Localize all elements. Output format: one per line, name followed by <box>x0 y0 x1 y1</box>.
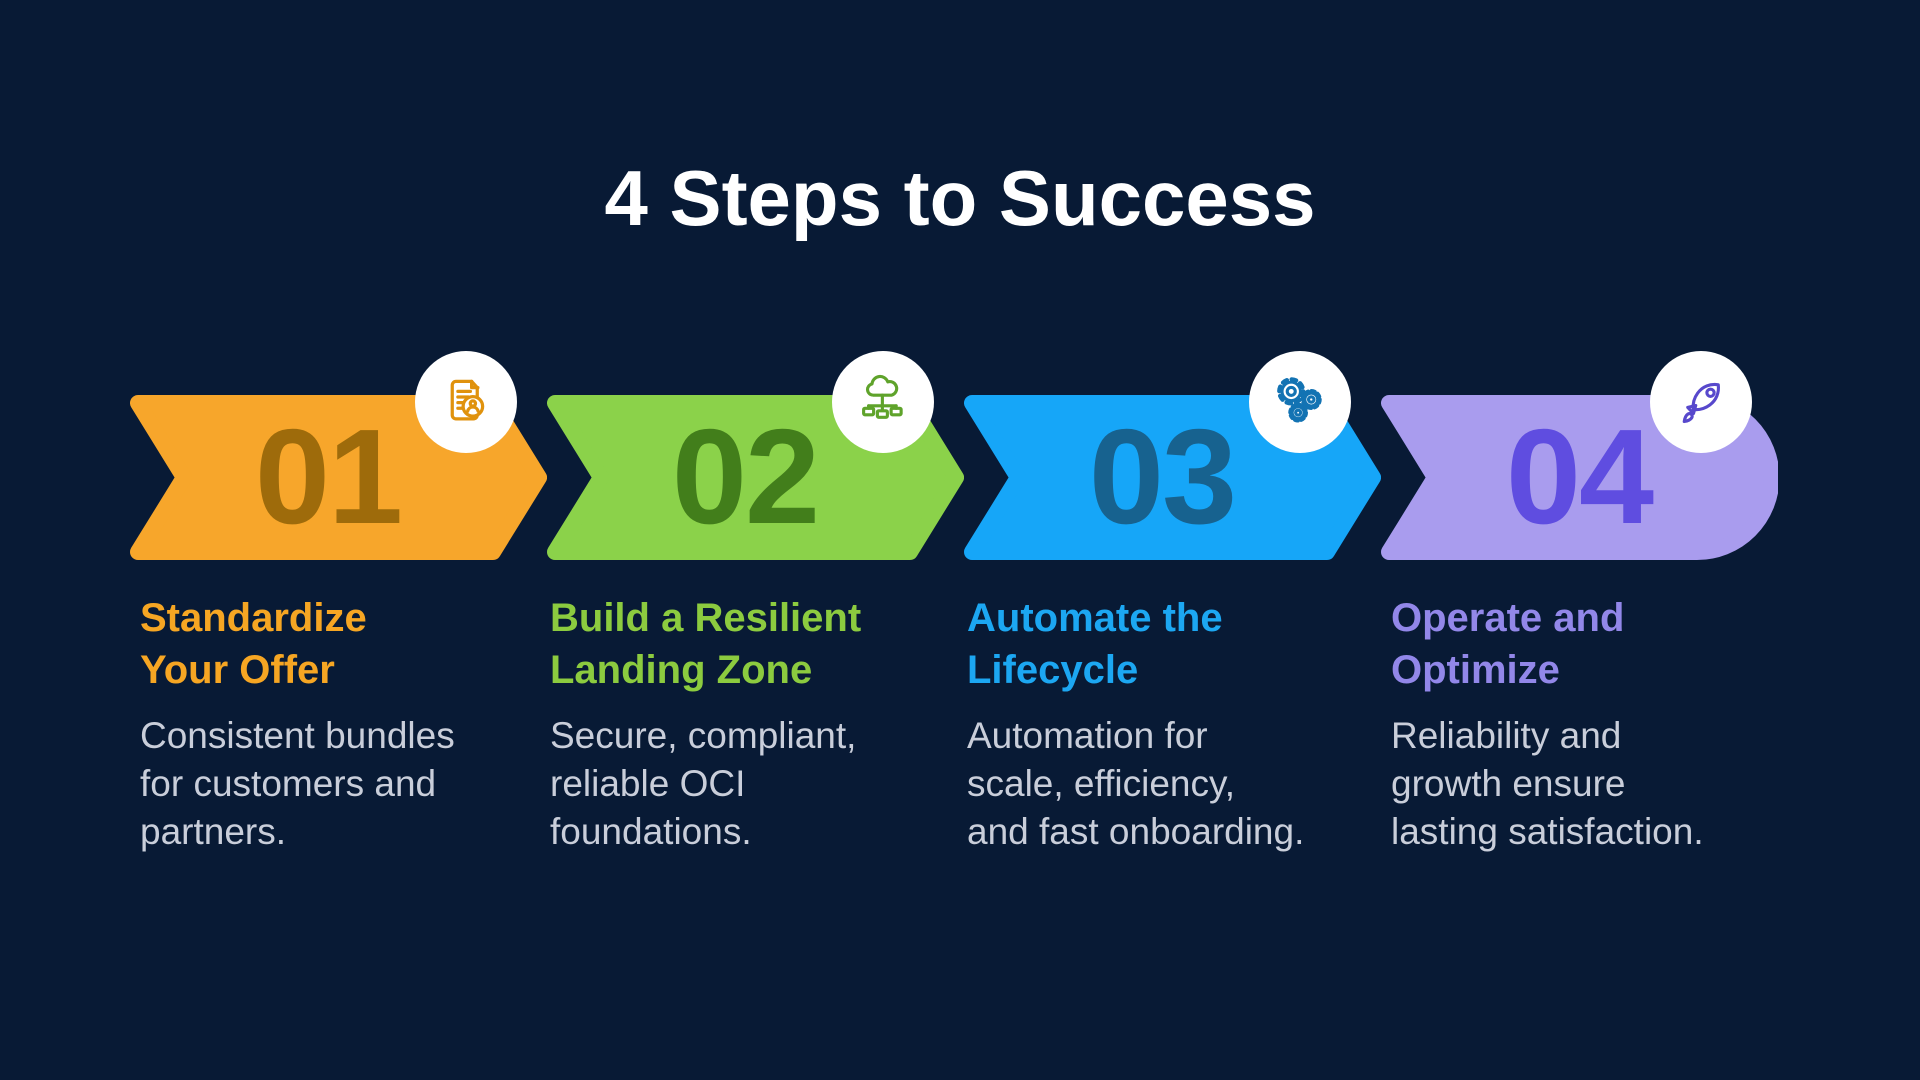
step-2-icon-badge <box>832 351 934 453</box>
step-3-title: Automate the Lifecycle <box>967 592 1377 696</box>
step-1-description: Consistent bundles for customers and par… <box>140 712 550 856</box>
step-3-title-line1: Automate the <box>967 596 1223 640</box>
page-title: 4 Steps to Success <box>604 154 1316 242</box>
step-2-description: Secure, compliant, reliable OCI foundati… <box>550 712 960 856</box>
step-2-desc-line3: foundations. <box>550 811 752 852</box>
step-3-desc-line1: Automation for <box>967 715 1208 756</box>
step-1-text: Standardize Your Offer Consistent bundle… <box>140 592 550 856</box>
step-3-title-line2: Lifecycle <box>967 648 1139 692</box>
step-2-desc-line2: reliable OCI <box>550 763 746 804</box>
step-3-icon-badge <box>1249 351 1351 453</box>
step-4-desc-line3: lasting satisfaction. <box>1391 811 1704 852</box>
step-1-desc-line2: for customers and <box>140 763 437 804</box>
step-2-title-line2: Landing Zone <box>550 648 813 692</box>
step-4-desc-line1: Reliability and <box>1391 715 1622 756</box>
document-user-icon <box>450 379 485 421</box>
step-3-text: Automate the Lifecycle Automation for sc… <box>967 592 1377 856</box>
step-4-title: Operate and Optimize <box>1391 592 1801 696</box>
step-1-icon-badge <box>415 351 517 453</box>
step-4-desc-line2: growth ensure <box>1391 763 1626 804</box>
step-3-number: 03 <box>1088 401 1237 552</box>
step-2-title: Build a Resilient Landing Zone <box>550 592 960 696</box>
step-2-desc-line1: Secure, compliant, <box>550 715 857 756</box>
step-4-number: 04 <box>1505 401 1654 552</box>
step-4-title-line1: Operate and <box>1391 596 1625 640</box>
step-4-description: Reliability and growth ensure lasting sa… <box>1391 712 1801 856</box>
step-1-title-line1: Standardize <box>140 596 367 640</box>
step-1-number: 01 <box>254 401 403 552</box>
cloud-network-icon <box>862 375 903 419</box>
step-3-desc-line3: and fast onboarding. <box>967 811 1305 852</box>
gears-icon <box>1277 377 1322 423</box>
step-2-text: Build a Resilient Landing Zone Secure, c… <box>550 592 960 856</box>
step-4-text: Operate and Optimize Reliability and gro… <box>1391 592 1801 856</box>
step-4-title-line2: Optimize <box>1391 648 1560 692</box>
step-2-number: 02 <box>671 401 820 552</box>
rocket-icon <box>1682 382 1721 424</box>
step-1-title: Standardize Your Offer <box>140 592 550 696</box>
step-1-title-line2: Your Offer <box>140 648 335 692</box>
step-1-desc-line1: Consistent bundles <box>140 715 455 756</box>
step-3-desc-line2: scale, efficiency, <box>967 763 1236 804</box>
step-1-desc-line3: partners. <box>140 811 287 852</box>
step-4-icon-badge <box>1650 351 1752 453</box>
step-3-description: Automation for scale, efficiency, and fa… <box>967 712 1377 856</box>
step-2-title-line1: Build a Resilient <box>550 596 862 640</box>
